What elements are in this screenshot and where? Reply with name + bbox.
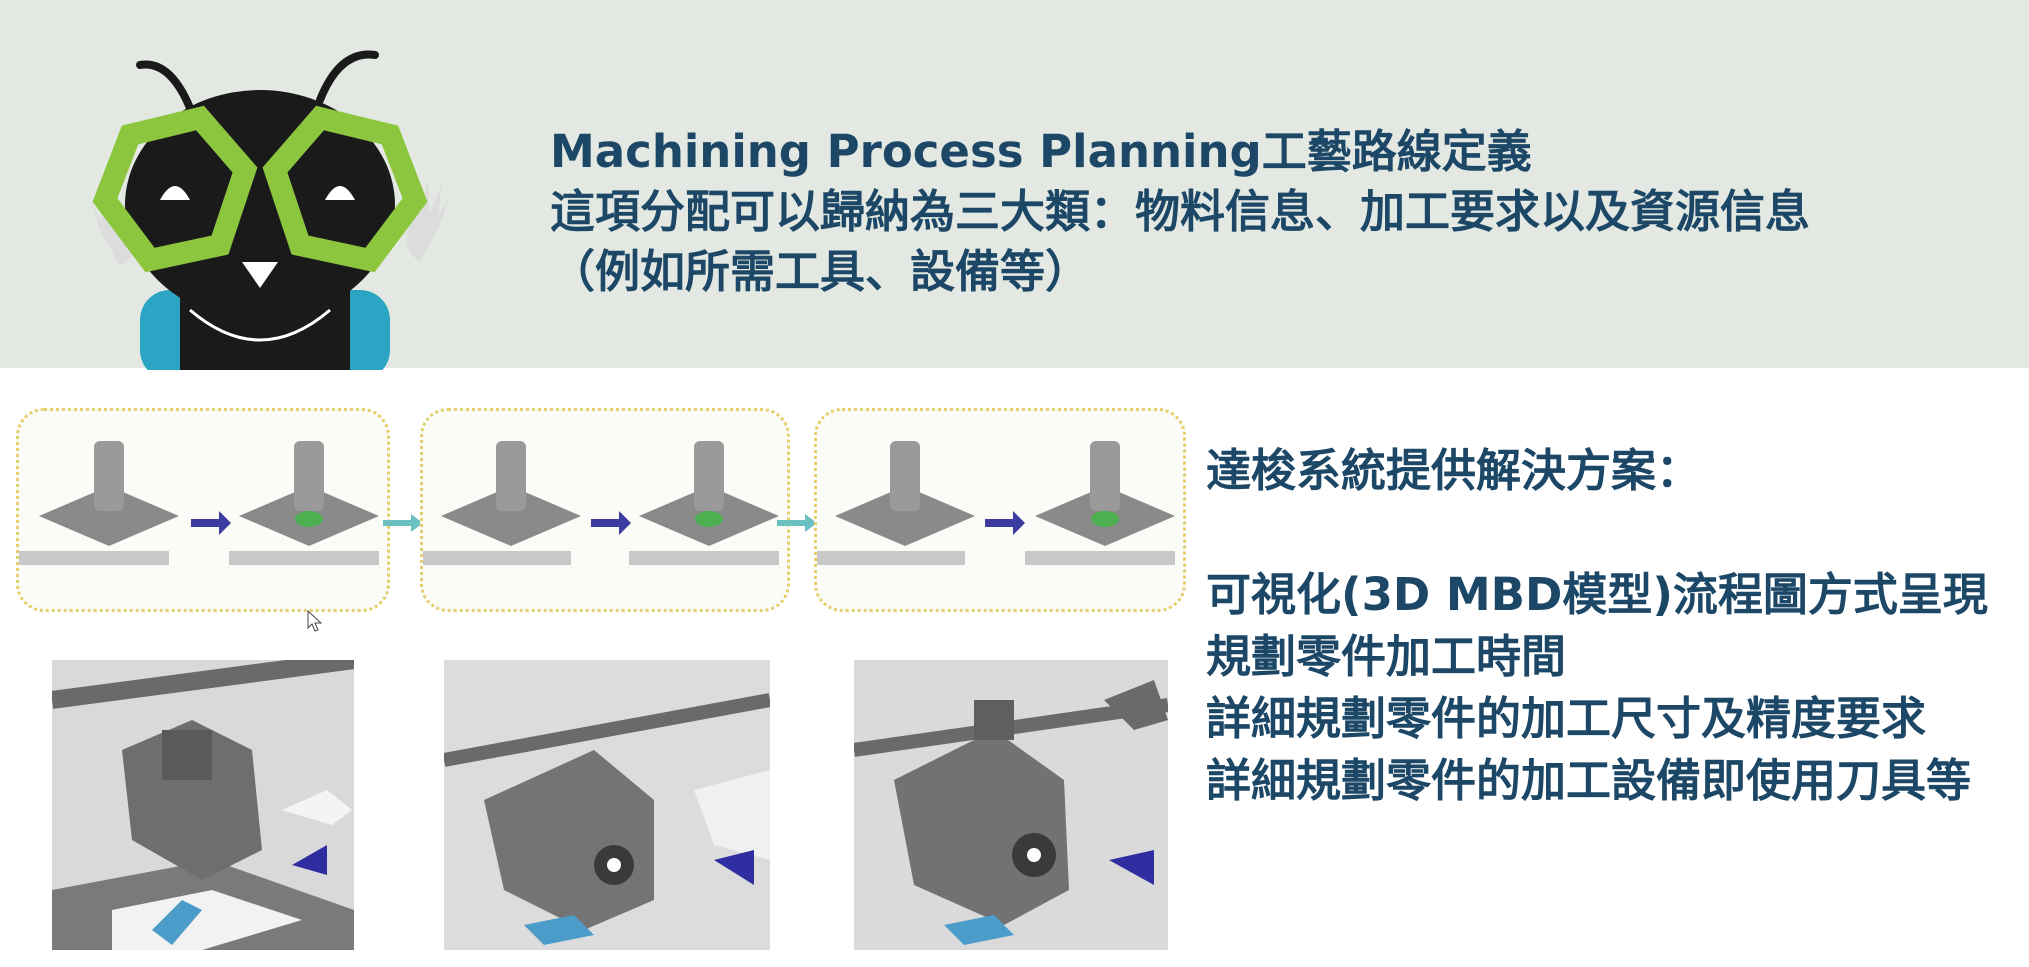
part-fixture-icon [229, 441, 379, 565]
part-fixture-icon [19, 441, 179, 565]
solution-item-4: 詳細規劃零件的加工設備即使用刀具等 [1206, 754, 1972, 807]
gearbox-housing-photo-icon [854, 660, 1168, 950]
part-fixture-icon [423, 441, 581, 565]
solution-item-1: 可視化(3D MBD模型)流程圖方式呈現 [1206, 568, 1988, 621]
part-fixture-icon [629, 441, 779, 565]
spacer [1206, 502, 2021, 564]
title-line-1: Machining Process Planning工藝路線定義 [550, 125, 1532, 178]
solution-item-3: 詳細規劃零件的加工尺寸及精度要求 [1206, 692, 1927, 745]
part-fixture-icon [817, 441, 975, 565]
page-title: Machining Process Planning工藝路線定義 這項分配可以歸… [550, 122, 1990, 302]
solution-panel: 達梭系統提供解決方案： 可視化(3D MBD模型)流程圖方式呈現 規劃零件加工時… [1206, 440, 2021, 812]
process-step-group-2 [420, 408, 790, 612]
flow-link-arrow-icon [777, 512, 817, 534]
part-fixture-icon [1025, 441, 1175, 565]
solution-item-2: 規劃零件加工時間 [1206, 630, 1567, 683]
solution-heading: 達梭系統提供解決方案： [1206, 444, 1702, 497]
flow-link-arrow-icon [383, 512, 423, 534]
ant-mascot-icon [70, 40, 510, 370]
process-step-group-1 [16, 408, 390, 612]
gearbox-housing-photo-icon [52, 660, 354, 950]
title-line-3: （例如所需工具、設備等） [550, 245, 1091, 298]
process-step-group-3 [814, 408, 1186, 612]
title-line-2: 這項分配可以歸納為三大類：物料信息、加工要求以及資源信息 [550, 185, 1811, 238]
mouse-cursor-icon [307, 609, 323, 632]
gearbox-housing-photo-icon [444, 660, 770, 950]
